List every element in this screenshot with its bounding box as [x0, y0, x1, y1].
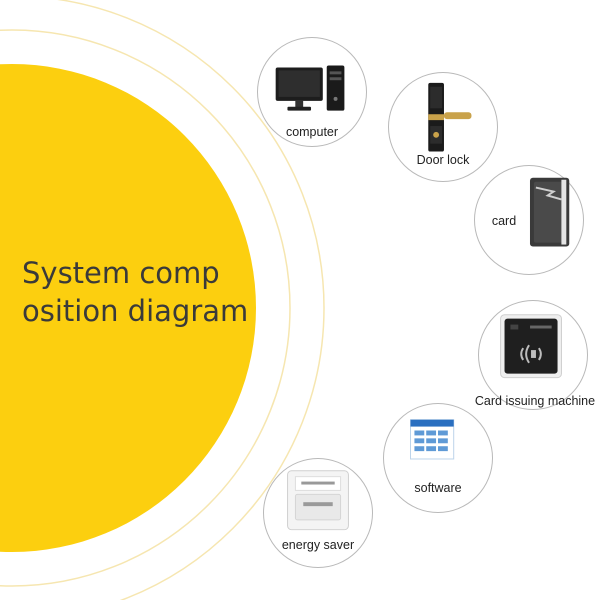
yellow-circle	[0, 64, 256, 552]
energy-saver-switch-icon	[287, 470, 349, 531]
node-label: Card issuing machine	[474, 394, 596, 408]
node-card: card	[474, 165, 584, 275]
node-label: software	[414, 481, 462, 495]
node-label: energy saver	[281, 538, 355, 552]
title-line-2: osition diagram	[22, 294, 249, 328]
node-software: software	[383, 403, 493, 513]
node-energy-saver: energy saver	[263, 458, 373, 568]
inner-ring	[0, 29, 291, 587]
node-label: card	[491, 214, 517, 228]
node-door-lock: Door lock	[388, 72, 498, 182]
computer-icon	[275, 65, 345, 111]
diagram-title: System comp osition diagram	[22, 254, 252, 330]
node-computer: computer	[257, 37, 367, 147]
title-line-1: System comp	[22, 256, 220, 290]
software-screen-icon	[410, 419, 455, 460]
node-card-issuing-machine: Card issuing machine	[475, 300, 595, 410]
card-reader-icon	[500, 314, 562, 379]
node-label: computer	[285, 125, 339, 139]
door-lock-icon	[428, 82, 472, 152]
outer-ring	[56, 0, 325, 600]
node-label: Door lock	[416, 153, 470, 167]
card-icon	[529, 177, 570, 247]
